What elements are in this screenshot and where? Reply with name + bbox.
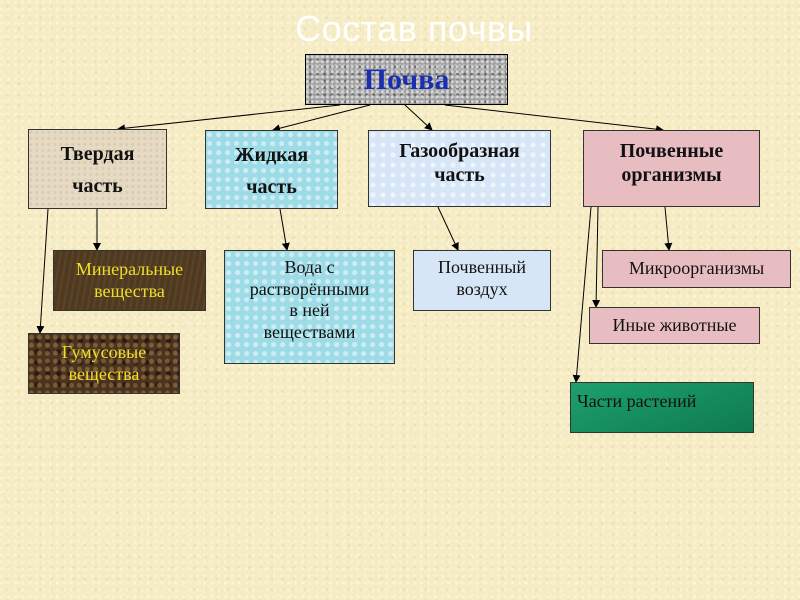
category-organisms: Почвенные организмы <box>583 130 760 207</box>
leaf-humus: Гумусовые вещества <box>28 333 180 394</box>
category-gas-label: Газообразная часть <box>399 140 520 186</box>
category-liquid: Жидкая часть <box>205 130 338 209</box>
leaf-air-label: Почвенный воздух <box>438 257 526 299</box>
arrow-organisms-micro <box>664 206 673 251</box>
leaf-air: Почвенный воздух <box>413 250 551 311</box>
leaf-animals: Иные животные <box>589 307 760 344</box>
leaf-water: Вода с растворёнными в ней веществами <box>224 250 395 364</box>
leaf-plant-parts: Части растений <box>570 382 754 433</box>
arrow-root-gas <box>404 104 433 131</box>
leaf-mineral: Минеральные вещества <box>53 250 206 311</box>
category-gas: Газообразная часть <box>368 130 551 207</box>
category-organisms-label: Почвенные организмы <box>619 140 724 186</box>
category-liquid-label: Жидкая часть <box>234 144 309 198</box>
root-label: Почва <box>363 62 450 96</box>
leaf-microorganisms: Микроорганизмы <box>602 250 791 288</box>
leaf-mineral-label: Минеральные вещества <box>75 258 184 301</box>
leaf-animals-label: Иные животные <box>612 314 737 335</box>
arrow-organisms-animals <box>592 206 601 308</box>
root-node-soil: Почва <box>305 54 508 105</box>
category-solid: Твердая часть <box>28 129 167 209</box>
arrow-gas-air <box>437 206 459 251</box>
arrow-root-solid <box>117 104 341 133</box>
leaf-water-label: Вода с растворёнными в ней веществами <box>249 257 370 342</box>
arrow-root-liquid <box>272 104 371 133</box>
leaf-humus-label: Гумусовые вещества <box>61 341 147 384</box>
leaf-micro-label: Микроорганизмы <box>628 258 765 279</box>
category-solid-label: Твердая часть <box>60 143 135 197</box>
slide-title: Состав почвы <box>295 8 533 49</box>
arrow-liquid-water <box>279 208 290 251</box>
arrow-organisms-plants <box>572 206 592 383</box>
leaf-plants-label: Части растений <box>577 391 697 411</box>
arrow-root-organisms <box>444 104 664 134</box>
arrow-solid-humus <box>36 208 49 334</box>
